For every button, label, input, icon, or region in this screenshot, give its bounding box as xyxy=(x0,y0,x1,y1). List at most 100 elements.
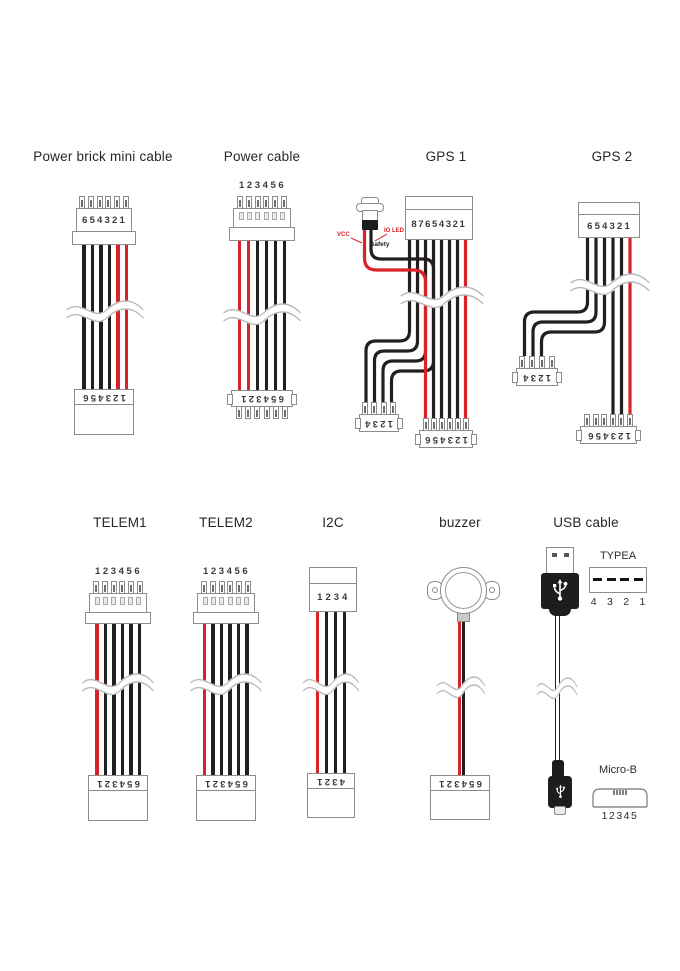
pin-numbers: 87654321 xyxy=(411,219,467,230)
wire xyxy=(282,241,287,391)
typea-label: TYPEA xyxy=(599,550,637,562)
mount-hole xyxy=(432,587,438,593)
wire xyxy=(116,244,120,390)
connector-4pin-bottom: 4321 xyxy=(307,773,355,789)
pin-numbers: 654321 xyxy=(437,777,482,789)
micro-b-plug xyxy=(548,776,572,808)
wire xyxy=(273,241,278,391)
wire xyxy=(462,619,466,775)
cable-break xyxy=(398,286,486,309)
wire xyxy=(342,611,347,773)
connector-base xyxy=(193,612,259,624)
microb-connector-outline xyxy=(592,788,648,808)
connector-pins xyxy=(236,406,288,419)
cable-title: Power brick mini cable xyxy=(33,149,173,164)
micro-b-tip xyxy=(554,806,566,815)
usb-trident-icon xyxy=(553,579,568,601)
usb-a-hole xyxy=(551,553,557,557)
connector-cavity xyxy=(405,197,472,210)
connector-base xyxy=(72,231,136,245)
vcc-label: VCC xyxy=(337,232,350,238)
safety-switch-band xyxy=(362,220,378,230)
connector-4pin-top: 1234 xyxy=(309,567,357,612)
connector-pins xyxy=(423,418,469,431)
pin-numbers: 4321 xyxy=(315,775,346,787)
pin-numbers: 123456 xyxy=(202,566,251,577)
cable-title: Power cable xyxy=(223,149,301,164)
connector-6pin-bottom: 654321 xyxy=(196,775,256,791)
connector-6pin-bottom: 654321 xyxy=(430,775,490,791)
crimp-slots xyxy=(95,597,141,605)
connector-4pin-bottom: 1234 xyxy=(512,368,562,386)
mount-hole xyxy=(489,587,495,593)
pin-numbers: 654321 xyxy=(95,777,140,789)
connector-4pin-bottom: 1234 xyxy=(355,414,403,432)
wire xyxy=(219,622,224,775)
pin-numbers: 654321 xyxy=(82,214,127,226)
typea-pin-numbers: 4 3 2 1 xyxy=(590,596,646,608)
wire xyxy=(315,611,320,773)
cable-break xyxy=(80,673,156,696)
pin-numbers: 1234 xyxy=(521,371,552,383)
cable-title: GPS 1 xyxy=(425,149,467,164)
wire xyxy=(137,622,142,775)
pin-numbers: 123456 xyxy=(238,180,287,191)
cable-break xyxy=(221,303,303,326)
cable-title: buzzer xyxy=(439,515,481,530)
cable-title: GPS 2 xyxy=(591,149,633,164)
pin-numbers: 654321 xyxy=(203,777,248,789)
connector-6pin-bottom: 654321 xyxy=(227,390,297,407)
connector-8pin-top: 87654321 xyxy=(404,196,473,240)
connector-6pin-bottom: 123456 xyxy=(415,430,477,448)
typea-pin-dashes xyxy=(593,578,643,581)
cable-title: I2C xyxy=(322,515,344,530)
connector-cavity xyxy=(579,203,639,215)
pin-numbers: 123456 xyxy=(585,429,631,441)
wire xyxy=(245,622,249,775)
wire xyxy=(129,622,133,775)
wire xyxy=(211,622,215,775)
cable-break xyxy=(568,273,652,296)
connector-pins xyxy=(201,581,251,594)
cable-break xyxy=(188,673,264,696)
wire xyxy=(107,244,112,390)
wire xyxy=(112,622,116,775)
connector-housing xyxy=(196,790,256,821)
wire xyxy=(228,622,232,775)
wire xyxy=(95,622,99,775)
buzzer-inner-ring xyxy=(445,572,482,609)
crimp-slots xyxy=(203,597,249,605)
connector-6pin-bottom: 654321 xyxy=(88,775,148,791)
io-led-label: IO LED xyxy=(384,228,405,234)
usb-a-strain-relief xyxy=(549,607,571,616)
safety-label: Safety xyxy=(370,241,390,248)
usb-a-shield xyxy=(546,547,574,575)
connector-base xyxy=(229,227,295,241)
connector-6pin-top: 654321 xyxy=(578,202,640,238)
cable-title: USB cable xyxy=(553,515,619,530)
wire xyxy=(333,611,338,773)
connector-pins xyxy=(362,402,396,415)
cable-break xyxy=(301,673,361,696)
pin-numbers: 1234 xyxy=(317,592,351,603)
cable-title: TELEM1 xyxy=(93,515,147,530)
wire xyxy=(103,622,108,775)
connector-housing xyxy=(307,788,355,818)
connector-housing xyxy=(74,404,134,435)
connector-housing xyxy=(430,790,490,820)
wire xyxy=(124,244,129,390)
cable-break xyxy=(64,300,146,323)
crimp-slots xyxy=(239,212,285,220)
wire xyxy=(120,622,125,775)
microb-label: Micro-B xyxy=(599,764,637,776)
pin-numbers: 123456 xyxy=(94,566,143,577)
wire xyxy=(202,622,207,775)
cable-break xyxy=(535,677,579,700)
wire xyxy=(236,622,241,775)
pin-numbers: 654321 xyxy=(587,220,632,232)
cable-break xyxy=(435,676,487,699)
connector-housing xyxy=(88,790,148,821)
